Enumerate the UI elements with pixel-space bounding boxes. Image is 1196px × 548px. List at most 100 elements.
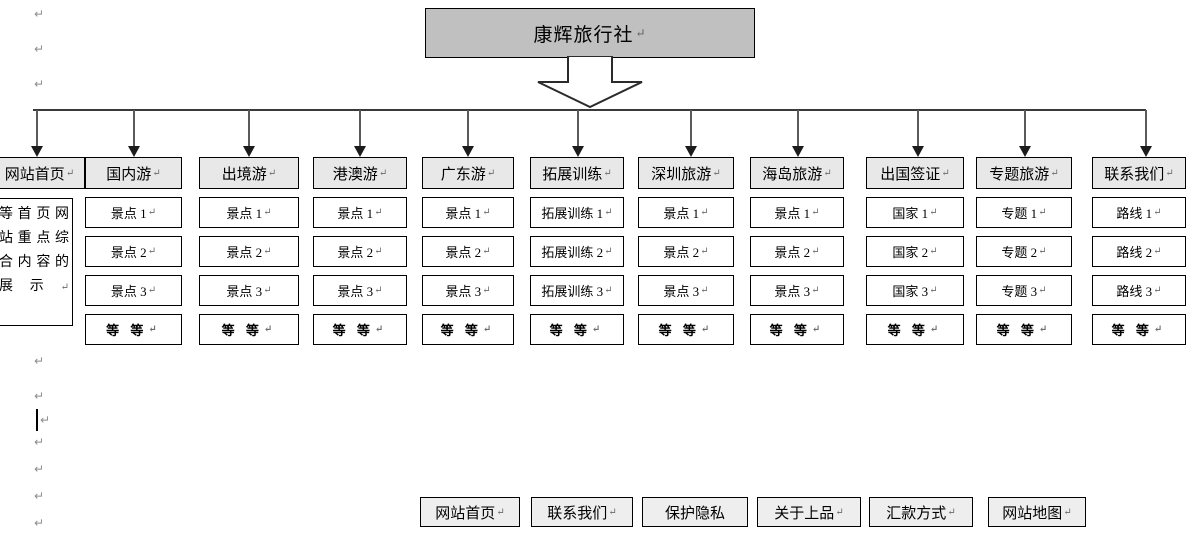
sub-item-box[interactable]: 景点 3↵: [638, 275, 734, 306]
column-header-2[interactable]: 国内游↵: [85, 157, 182, 189]
paragraph-mark-icon: ↵: [482, 324, 496, 335]
footer-link-1[interactable]: 网站首页↵: [420, 497, 520, 527]
sub-item-label: 等 等: [332, 323, 374, 338]
sub-item-label: 景点 2: [110, 245, 147, 260]
homepage-description-text: 等 首 页 网 站 重 点 综 合 内 容 的 展示: [0, 207, 69, 294]
column-header-4[interactable]: 港澳游↵: [313, 157, 407, 189]
column-header-9[interactable]: 出国签证↵: [866, 157, 964, 189]
sub-item-box[interactable]: 专题 3↵: [976, 275, 1072, 306]
paragraph-mark-icon: ↵: [1038, 285, 1047, 296]
sub-item-box[interactable]: 等 等↵: [976, 314, 1072, 345]
sub-item-box[interactable]: 国家 2↵: [866, 236, 964, 267]
column-header-7[interactable]: 深圳旅游↵: [638, 157, 734, 189]
footer-link-5[interactable]: 汇款方式↵: [869, 497, 973, 527]
paragraph-mark-icon: ↵: [147, 207, 157, 218]
sub-item-label: 景点 3: [663, 284, 700, 299]
sub-item-box[interactable]: 景点 3↵: [199, 275, 299, 306]
paragraph-mark-icon: ↵: [147, 246, 157, 257]
paragraph-mark-icon: ↵: [60, 282, 69, 293]
column-header-6[interactable]: 拓展训练↵: [530, 157, 624, 189]
sub-item-box[interactable]: 路线 2↵: [1092, 236, 1186, 267]
paragraph-mark-icon: ↵: [147, 285, 157, 296]
sub-item-box[interactable]: 等 等↵: [313, 314, 407, 345]
sub-item-box[interactable]: 景点 2↵: [422, 236, 514, 267]
sub-item-box[interactable]: 国家 3↵: [866, 275, 964, 306]
sub-item-box[interactable]: 景点 2↵: [199, 236, 299, 267]
connector-line: [467, 110, 469, 148]
paragraph-mark-icon: ↵: [929, 285, 938, 296]
sub-item-box[interactable]: 拓展训练 1↵: [530, 197, 624, 228]
sub-item-box[interactable]: 景点 2↵: [750, 236, 844, 267]
paragraph-mark-icon: ↵: [263, 324, 277, 335]
paragraph-mark-icon: ↵: [608, 506, 617, 518]
sub-item-box[interactable]: 景点 1↵: [422, 197, 514, 228]
column-header-5[interactable]: 广东游↵: [422, 157, 514, 189]
sub-item-box[interactable]: 专题 2↵: [976, 236, 1072, 267]
sub-item-box[interactable]: 专题 1↵: [976, 197, 1072, 228]
sub-item-box[interactable]: 景点 2↵: [313, 236, 407, 267]
sub-item-box[interactable]: 景点 2↵: [85, 236, 182, 267]
column-header-3[interactable]: 出境游↵: [199, 157, 299, 189]
sub-item-box[interactable]: 景点 3↵: [313, 275, 407, 306]
paragraph-mark-icon: ↵: [635, 25, 647, 40]
connector-line: [1024, 110, 1026, 148]
sub-item-box[interactable]: 等 等↵: [85, 314, 182, 345]
root-node-title[interactable]: 康辉旅行社 ↵: [425, 8, 755, 58]
footer-link-2[interactable]: 联系我们↵: [531, 497, 633, 527]
sub-item-box[interactable]: 等 等↵: [866, 314, 964, 345]
sub-item-box[interactable]: 等 等↵: [638, 314, 734, 345]
sub-item-label: 景点 2: [226, 245, 263, 260]
sub-item-box[interactable]: 景点 1↵: [750, 197, 844, 228]
down-block-arrow-icon: [532, 55, 648, 109]
sub-item-label: 景点 3: [445, 284, 482, 299]
column-header-10[interactable]: 专题旅游↵: [976, 157, 1072, 189]
sub-item-box[interactable]: 景点 1↵: [638, 197, 734, 228]
column-header-label: 国内游: [106, 166, 152, 183]
connector-line: [690, 110, 692, 148]
footer-link-label: 关于上品: [774, 505, 835, 522]
homepage-description-box[interactable]: 等 首 页 网 站 重 点 综 合 内 容 的 展示↵: [0, 198, 73, 326]
paragraph-mark-icon: ↵: [482, 285, 491, 296]
sub-item-box[interactable]: 路线 1↵: [1092, 197, 1186, 228]
sub-item-label: 国家 1: [892, 206, 929, 221]
sub-item-label: 景点 1: [774, 206, 811, 221]
sub-item-box[interactable]: 等 等↵: [1092, 314, 1186, 345]
sitemap-column: 拓展训练↵ 拓展训练 1↵ 拓展训练 2↵ 拓展训练 3↵ 等 等↵: [530, 157, 624, 345]
paragraph-mark-icon: ↵: [1063, 506, 1072, 518]
arrow-head-icon: [1019, 146, 1031, 157]
sub-item-box[interactable]: 拓展训练 3↵: [530, 275, 624, 306]
column-header-8[interactable]: 海岛旅游↵: [750, 157, 844, 189]
connector-line: [248, 110, 250, 148]
sub-item-label: 景点 1: [226, 206, 263, 221]
sub-item-box[interactable]: 等 等↵: [199, 314, 299, 345]
sub-item-box[interactable]: 国家 1↵: [866, 197, 964, 228]
sub-item-box[interactable]: 景点 3↵: [750, 275, 844, 306]
footer-link-4[interactable]: 关于上品↵: [757, 497, 861, 527]
sub-item-box[interactable]: 等 等↵: [530, 314, 624, 345]
paragraph-mark-icon: ↵: [929, 324, 943, 335]
column-header-11[interactable]: 联系我们↵: [1092, 157, 1186, 189]
sub-item-label: 景点 1: [663, 206, 700, 221]
sub-item-box[interactable]: 景点 1↵: [85, 197, 182, 228]
sub-item-box[interactable]: 景点 3↵: [85, 275, 182, 306]
sub-item-box[interactable]: 景点 1↵: [199, 197, 299, 228]
footer-link-3[interactable]: 保护隐私: [642, 497, 748, 527]
arrow-head-icon: [462, 146, 474, 157]
arrow-head-icon: [128, 146, 140, 157]
sub-item-box[interactable]: 路线 3↵: [1092, 275, 1186, 306]
arrow-head-icon: [243, 146, 255, 157]
connector-line: [917, 110, 919, 148]
paragraph-mark-icon: ↵: [34, 389, 45, 403]
sub-item-box[interactable]: 拓展训练 2↵: [530, 236, 624, 267]
sub-item-box[interactable]: 景点 2↵: [638, 236, 734, 267]
connector-line: [797, 110, 799, 148]
footer-link-6[interactable]: 网站地图↵: [988, 497, 1086, 527]
sub-item-box[interactable]: 景点 3↵: [422, 275, 514, 306]
sub-item-box[interactable]: 等 等↵: [750, 314, 844, 345]
sub-item-box[interactable]: 景点 1↵: [313, 197, 407, 228]
sub-item-box[interactable]: 等 等↵: [422, 314, 514, 345]
paragraph-mark-icon: ↵: [1153, 285, 1162, 296]
paragraph-mark-icon: ↵: [700, 246, 709, 257]
column-header-1[interactable]: 网站首页↵: [0, 157, 85, 189]
